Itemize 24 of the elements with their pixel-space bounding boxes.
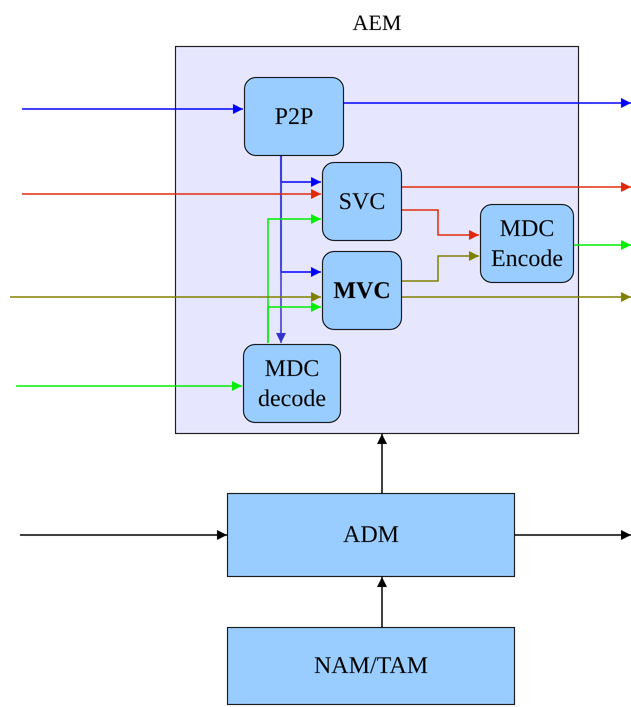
arrow bbox=[573, 240, 631, 250]
arrow bbox=[16, 381, 242, 391]
module-box: MVC bbox=[322, 251, 402, 330]
module-box: P2P bbox=[244, 77, 344, 156]
module-box: MDC Encode bbox=[480, 204, 574, 283]
arrow bbox=[401, 209, 479, 240]
arrow bbox=[401, 182, 631, 192]
arrow bbox=[267, 302, 321, 343]
arrow bbox=[377, 434, 387, 493]
arrow bbox=[276, 155, 286, 343]
arrow bbox=[22, 104, 243, 114]
arrow bbox=[20, 530, 227, 540]
arrow bbox=[377, 577, 387, 627]
container-title: AEM bbox=[352, 9, 402, 37]
arrow bbox=[343, 98, 631, 108]
layer-box: ADM bbox=[227, 493, 515, 577]
arrow bbox=[10, 292, 321, 302]
module-box: MDC decode bbox=[243, 344, 341, 423]
arrow bbox=[401, 292, 631, 302]
module-box: SVC bbox=[322, 162, 402, 241]
arrow bbox=[22, 189, 321, 199]
arrow bbox=[515, 530, 631, 540]
arrow bbox=[401, 251, 479, 282]
layer-box: NAM/TAM bbox=[227, 627, 515, 705]
